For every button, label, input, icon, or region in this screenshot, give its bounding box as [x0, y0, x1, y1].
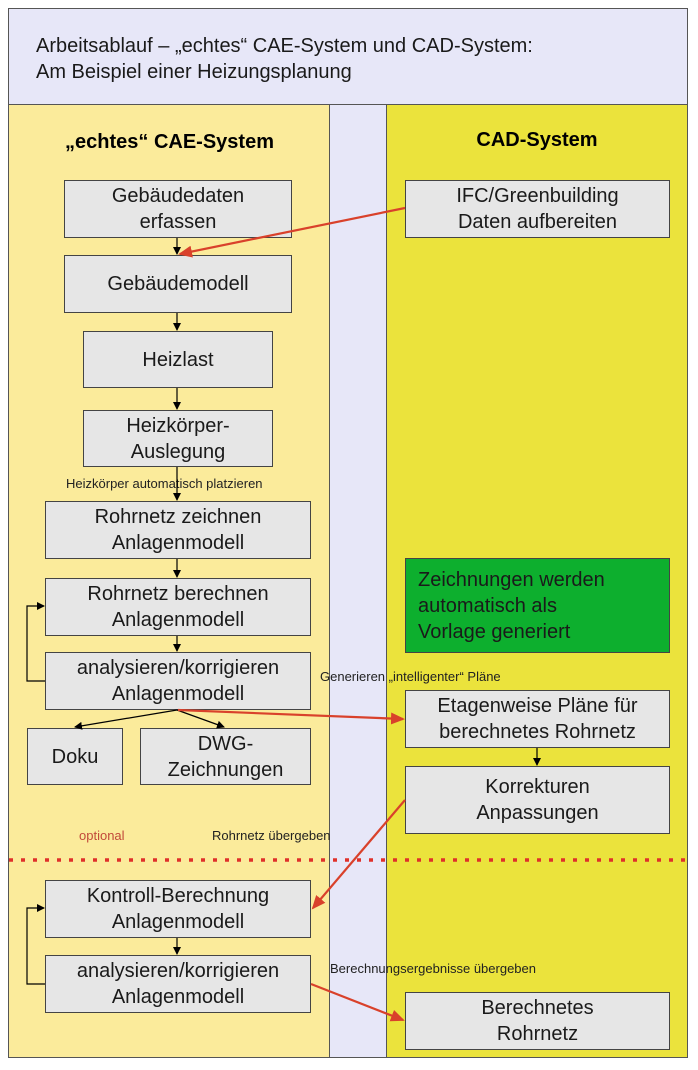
box-line: Rohrnetz zeichnen: [94, 506, 262, 528]
separator-column: [330, 105, 387, 1057]
flow-arrow: [176, 709, 225, 729]
box-line: Heizlast: [142, 348, 214, 371]
cae-column-title: „echtes“ CAE-System: [65, 131, 274, 153]
box-line: Anlagenmodell: [111, 609, 245, 631]
box-zeichnungen-generiert: Zeichnungen werden automatisch als Vorla…: [405, 558, 670, 653]
transfer-arrow: [177, 708, 405, 725]
box-line: Gebäudedaten: [111, 185, 245, 207]
header-title-line1: Arbeitsablauf – „echtes“ CAE-System und …: [36, 35, 533, 57]
box-kontroll-berechnung: Kontroll-Berechnung Anlagenmodell: [45, 880, 311, 938]
note-heizkoerper-platzieren: Heizkörper automatisch platzieren: [66, 476, 263, 491]
box-line: Berechnetes: [481, 997, 594, 1019]
box-line: analysieren/korrigieren: [76, 657, 280, 679]
box-heizkoerper-auslegung: Heizkörper- Auslegung: [83, 410, 273, 467]
box-line: Vorlage generiert: [418, 620, 571, 643]
box-berechnetes-rohrnetz: Berechnetes Rohrnetz: [405, 992, 670, 1050]
diagram-header: Arbeitsablauf – „echtes“ CAE-System und …: [9, 9, 687, 105]
box-line: Anlagenmodell: [111, 532, 245, 554]
transfer-arrow: [178, 206, 406, 258]
feedback-loop-arrow: [26, 904, 45, 985]
box-line: Heizkörper-: [126, 414, 230, 437]
box-heizlast: Heizlast: [83, 331, 273, 388]
box-analysieren-korrigieren-2: analysieren/korrigieren Anlagenmodell: [45, 955, 311, 1013]
box-line: Daten aufbereiten: [457, 211, 617, 233]
box-line: Anlagenmodell: [111, 986, 245, 1008]
box-line: Rohrnetz berechnen: [87, 583, 269, 605]
box-rohrnetz-berechnen: Rohrnetz berechnen Anlagenmodell: [45, 578, 311, 636]
box-line: Rohrnetz: [496, 1023, 579, 1045]
box-line: Zeichnungen werden: [418, 568, 605, 591]
box-line: Korrekturen: [485, 776, 590, 798]
box-line: Kontroll-Berechnung: [86, 885, 270, 907]
box-line: automatisch als: [418, 594, 557, 617]
note-rohrnetz-uebergeben: Rohrnetz übergeben: [212, 828, 331, 843]
transfer-arrow: [310, 982, 405, 1022]
transfer-arrow: [311, 799, 406, 910]
box-line: IFC/Greenbuilding: [456, 185, 619, 207]
box-korrekturen-anpassungen: Korrekturen Anpassungen: [405, 766, 670, 834]
box-gebaeudedaten-erfassen: Gebäudedaten erfassen: [64, 180, 292, 238]
note-optional: optional: [79, 828, 125, 843]
box-line: Anpassungen: [476, 802, 599, 824]
box-line: erfassen: [139, 211, 217, 233]
header-title-line2: Am Beispiel einer Heizungsplanung: [36, 61, 352, 83]
note-generieren-plaene: Generieren „intelligenter“ Pläne: [320, 669, 501, 684]
box-dwg-zeichnungen: DWG- Zeichnungen: [140, 728, 311, 785]
box-gebaeudemodell: Gebäudemodell: [64, 255, 292, 313]
feedback-loop-arrow: [26, 602, 45, 682]
diagram-frame: [8, 8, 688, 1058]
box-analysieren-korrigieren-1: analysieren/korrigieren Anlagenmodell: [45, 652, 311, 710]
box-rohrnetz-zeichnen: Rohrnetz zeichnen Anlagenmodell: [45, 501, 311, 559]
box-line: Auslegung: [130, 440, 226, 463]
box-line: Zeichnungen: [167, 758, 284, 781]
box-line: Etagenweise Pläne für: [437, 695, 638, 717]
note-ergebnisse-uebergeben: Berechnungsergebnisse übergeben: [330, 961, 536, 976]
box-line: Anlagenmodell: [111, 911, 245, 933]
box-ifc-greenbuilding: IFC/Greenbuilding Daten aufbereiten: [405, 180, 670, 238]
box-line: Anlagenmodell: [111, 683, 245, 705]
box-line: Doku: [51, 745, 99, 768]
box-line: analysieren/korrigieren: [76, 960, 280, 982]
box-etagenweise-plaene: Etagenweise Pläne für berechnetes Rohrne…: [405, 690, 670, 748]
box-line: Gebäudemodell: [107, 273, 249, 295]
flow-arrow: [74, 709, 178, 730]
box-line: berechnetes Rohrnetz: [439, 721, 636, 743]
cad-column-title: CAD-System: [476, 129, 598, 151]
box-line: DWG-: [197, 732, 254, 755]
